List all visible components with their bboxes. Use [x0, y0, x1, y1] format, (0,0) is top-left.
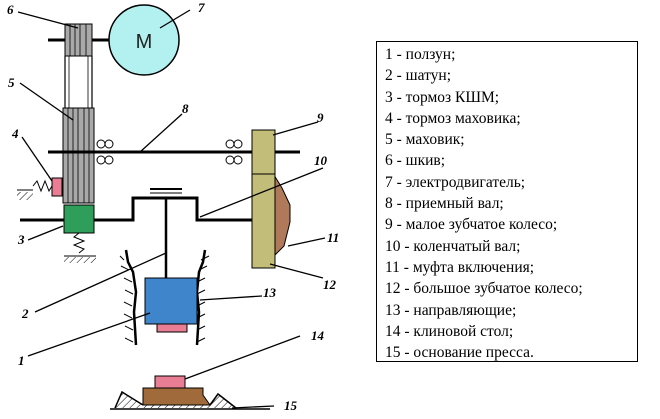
label-5: 5 — [8, 75, 15, 90]
small-gear — [251, 129, 276, 175]
electric-motor: M — [95, 4, 180, 76]
crankshaft — [20, 188, 252, 278]
legend-item: 4 - тормоз маховика; — [385, 109, 521, 127]
label-12: 12 — [323, 277, 337, 292]
slider — [144, 277, 198, 333]
leader-lines — [17, 9, 326, 409]
label-8: 8 — [182, 101, 189, 116]
label-11: 11 — [327, 230, 339, 245]
label-2: 2 — [21, 306, 29, 321]
legend-item: 3 - тормоз КШМ; — [385, 88, 500, 106]
svg-text:M: M — [136, 31, 153, 53]
label-4: 4 — [11, 126, 19, 141]
legend-item: 7 - электродвигатель; — [385, 173, 526, 191]
flywheel — [62, 107, 95, 204]
legend-box: 1 - ползун; 2 - шатун; 3 - тормоз КШМ; 4… — [376, 41, 638, 362]
legend-item: 15 - основание пресса. — [385, 344, 534, 362]
label-6: 6 — [7, 2, 14, 17]
wedge-table — [142, 375, 211, 406]
number-labels: 6 7 5 4 8 9 10 11 12 3 2 1 13 14 15 — [7, 0, 339, 413]
label-9: 9 — [317, 110, 324, 125]
label-7: 7 — [198, 0, 205, 15]
flywheel-brake — [17, 177, 63, 200]
label-10: 10 — [314, 153, 328, 168]
legend-item: 13 - направляющие; — [385, 301, 517, 319]
label-15: 15 — [284, 398, 298, 413]
legend-item: 10 - коленчатый вал; — [385, 237, 521, 255]
label-3: 3 — [17, 232, 25, 247]
pulley — [48, 23, 98, 57]
legend-item: 2 - шатун; — [385, 67, 451, 85]
legend-item: 9 - малое зубчатое колесо; — [385, 216, 558, 234]
crank-brake — [63, 204, 96, 263]
legend-item: 11 - муфта включения; — [385, 258, 535, 276]
legend-item: 8 - приемный вал; — [385, 195, 504, 213]
legend-item: 5 - маховик; — [385, 131, 465, 149]
label-1: 1 — [18, 353, 25, 368]
legend-item: 14 - клиновой стол; — [385, 322, 514, 340]
legend-item: 6 - шкив; — [385, 152, 446, 170]
label-13: 13 — [263, 285, 277, 300]
legend-item: 1 - ползун; — [385, 46, 456, 63]
big-gear — [251, 173, 291, 269]
label-14: 14 — [311, 328, 325, 343]
legend-item: 12 - большое зубчатое колесо; — [385, 280, 583, 298]
press-base — [110, 390, 270, 410]
input-shaft — [48, 139, 300, 165]
belt — [64, 56, 93, 110]
guides — [119, 249, 210, 346]
